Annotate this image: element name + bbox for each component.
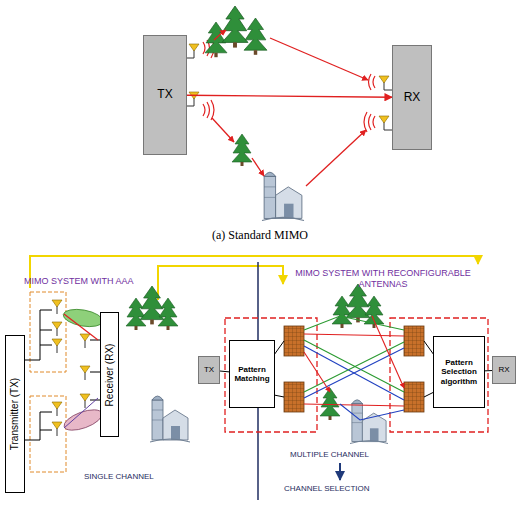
channel-note: SINGLE CHANNEL — [84, 472, 204, 482]
connector — [187, 95, 392, 97]
channel-note: CHANNEL SELECTION — [284, 484, 424, 494]
channel-note: MULTIPLE CHANNEL — [290, 450, 410, 460]
node-text: RX — [404, 91, 421, 105]
node-text: Pattern Selection algorithm — [434, 358, 484, 386]
receiver-box: Receiver (RX) — [100, 312, 119, 437]
tx-box: TX — [143, 35, 187, 155]
node-text: Receiver (RX) — [104, 343, 116, 406]
section-title: MIMO SYSTEM WITH RECONFIGURABLE ANTENNAS — [288, 268, 478, 290]
connector — [220, 371, 229, 373]
rx-box: RX — [492, 356, 516, 384]
node-text: Pattern Matching — [230, 365, 274, 383]
node-text: RX — [498, 365, 509, 374]
node-text: TX — [157, 88, 172, 102]
connector — [485, 370, 492, 371]
section-title: MIMO SYSTEM WITH AAA — [24, 276, 224, 287]
tx-box: TX — [198, 356, 220, 384]
node-text: Transmitter (TX) — [9, 378, 21, 450]
pattern-selection-box: Pattern Selection algorithm — [433, 336, 485, 408]
pattern-matching-box: Pattern Matching — [229, 340, 275, 408]
figure-caption: (a) Standard MIMO — [0, 228, 520, 242]
rx-box: RX — [392, 45, 432, 150]
node-text: TX — [204, 365, 214, 374]
transmitter-box: Transmitter (TX) — [5, 335, 25, 493]
